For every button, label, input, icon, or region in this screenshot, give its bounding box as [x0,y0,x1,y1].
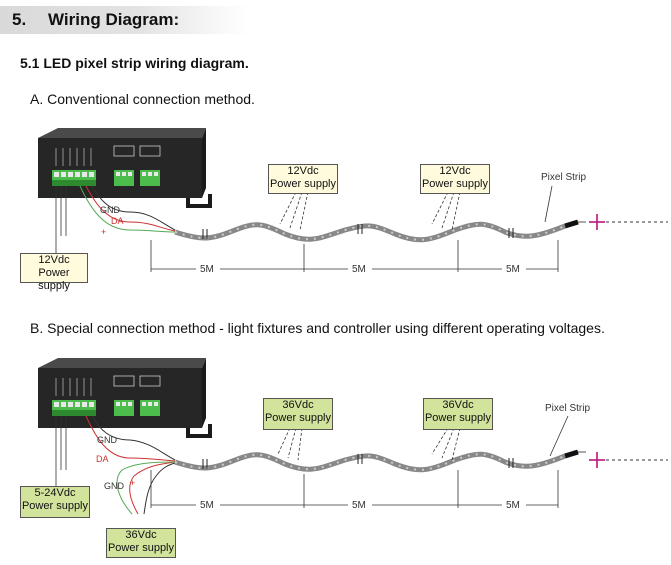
psu-label: Power supply [424,412,492,424]
pixel-strip-label-b: Pixel Strip [545,403,591,414]
power-supply-12v-injection-1: 12Vdc Power supply [268,164,338,194]
section-title: Wiring Diagram: [48,10,180,29]
power-supply-36v-injection-1: 36Vdc Power supply [263,398,333,430]
method-b-title: B. Special connection method - light fix… [30,320,605,336]
wire-plus-label: + [101,227,107,237]
pixel-strip-label-a: Pixel Strip [541,172,587,183]
psu-voltage: 12Vdc [38,254,70,266]
wire-gnd-label: GND [97,435,117,445]
psu-voltage: 5-24Vdc [34,487,76,499]
section-number: 5. [12,10,27,29]
psu-label: Power supply [107,542,175,554]
power-supply-36v-strip: 36Vdc Power supply [106,528,176,558]
psu-label: Power supply [21,500,89,512]
wire-gnd-label: GND [104,481,124,491]
psu-voltage: 36Vdc [125,529,157,541]
segment-label: 5M [200,264,214,275]
power-supply-5-24v-controller: 5-24Vdc Power supply [20,486,90,518]
wire-plus-label: + [130,478,136,488]
psu-voltage: 12Vdc [439,165,471,177]
power-supply-36v-injection-2: 36Vdc Power supply [423,398,493,430]
wire-da-label: DA [96,454,109,464]
segment-label: 5M [352,264,366,275]
psu-voltage: 12Vdc [287,165,319,177]
wire-da-label: DA [111,216,124,226]
segment-label: 5M [200,500,214,511]
subsection-title: 5.1 LED pixel strip wiring diagram. [20,55,249,71]
psu-label: Power supply [421,178,489,190]
segment-label: 5M [506,500,520,511]
psu-voltage: 36Vdc [442,399,474,411]
segment-label: 5M [352,500,366,511]
section-header: 5. Wiring Diagram: [0,6,250,34]
wire-gnd-label: GND [100,205,120,215]
power-supply-12v-controller: 12Vdc Power supply [20,253,88,292]
controller-b [36,356,212,438]
psu-voltage: 36Vdc [282,399,314,411]
method-a-title: A. Conventional connection method. [30,91,255,107]
power-supply-12v-injection-2: 12Vdc Power supply [420,164,490,194]
psu-label: Power supply [38,267,70,292]
segment-label: 5M [506,264,520,275]
controller-a [36,126,212,208]
psu-label: Power supply [269,178,337,190]
psu-label: Power supply [264,412,332,424]
